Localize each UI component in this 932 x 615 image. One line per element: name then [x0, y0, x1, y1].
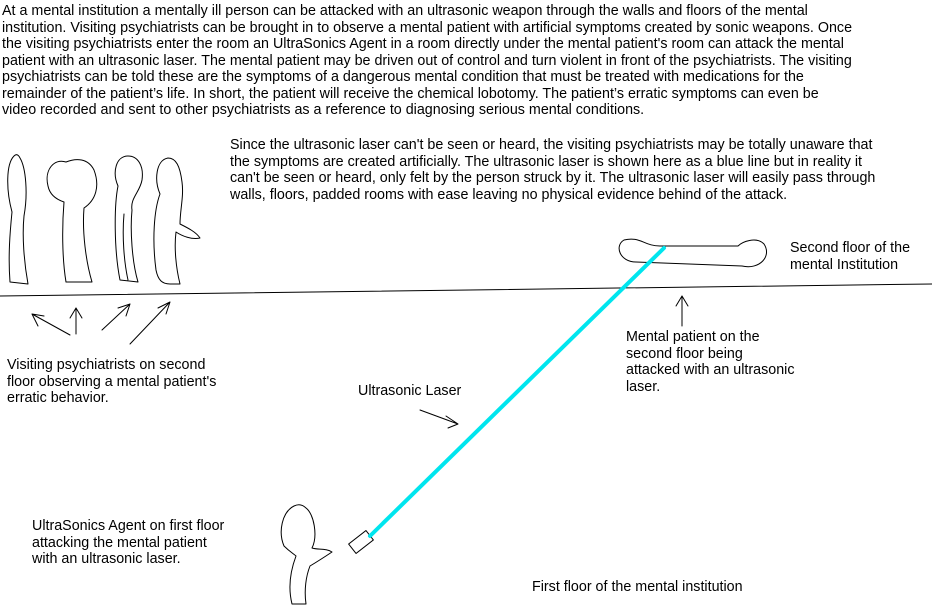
- psychiatrist-figure-1: [7, 154, 29, 285]
- arrow-patient: [675, 295, 689, 327]
- intro-line: patient with an ultrasonic laser. The me…: [2, 52, 852, 69]
- patient-label-line: Mental patient on the: [626, 329, 760, 345]
- agent-label-line: attacking the mental patient: [32, 534, 207, 551]
- agent-label-line: with an ultrasonic laser.: [32, 551, 181, 567]
- arrow-psychiatrist-1: [31, 313, 71, 336]
- psychiatrists-label-line: erratic behavior.: [7, 390, 109, 406]
- patient-figure: [618, 238, 767, 268]
- arrow-psychiatrist-3: [101, 303, 131, 331]
- laser-note-line: Since the ultrasonic laser can't be seen…: [230, 137, 873, 153]
- intro-text: At a mental institution a mentally ill p…: [2, 3, 852, 119]
- first-floor-label-line: First floor of the mental institution: [532, 579, 743, 595]
- patient-label-line: attacked with an ultrasonic: [626, 362, 795, 378]
- intro-line: psychiatrists can be told these are the …: [2, 69, 804, 85]
- psychiatrist-figure-4: [153, 157, 201, 285]
- psychiatrists-label-line: floor observing a mental patient's: [7, 373, 217, 390]
- first-floor-label: First floor of the mental institution: [532, 579, 743, 596]
- psychiatrists-label: Visiting psychiatrists on second floor o…: [7, 357, 216, 407]
- ultrasonic-laser-beam: [368, 246, 666, 538]
- arrow-psychiatrist-2: [69, 307, 83, 335]
- intro-line: the visiting psychiatrists enter the roo…: [2, 36, 844, 52]
- agent-label-line: UltraSonics Agent on first floor: [32, 518, 225, 534]
- psychiatrists-label-line: Visiting psychiatrists on second: [7, 357, 206, 373]
- intro-line: video recorded and sent to other psychia…: [2, 102, 645, 118]
- floor-line: [0, 283, 932, 297]
- second-floor-label-line: Second floor of the: [790, 240, 911, 256]
- patient-label-line: laser.: [626, 378, 661, 395]
- agent-label: UltraSonics Agent on first floor attacki…: [32, 518, 224, 568]
- laser-note-line: the symptoms are created artificially. T…: [230, 153, 863, 170]
- arrow-laser: [419, 409, 459, 429]
- psychiatrist-figure-3: [114, 155, 143, 283]
- patient-label-line: second floor being: [626, 345, 743, 362]
- arrow-psychiatrist-4: [129, 301, 171, 345]
- second-floor-label: Second floor of the mental Institution: [790, 240, 910, 273]
- laser-label: Ultrasonic Laser: [358, 383, 461, 400]
- laser-label-line: Ultrasonic Laser: [358, 383, 462, 399]
- psychiatrist-figure-2: [46, 159, 98, 283]
- intro-line: remainder of the patient’s life. In shor…: [2, 85, 819, 102]
- laser-note-line: walls, floors, padded rooms with ease le…: [230, 186, 788, 203]
- patient-label: Mental patient on the second floor being…: [626, 329, 794, 395]
- agent-figure: [280, 504, 333, 605]
- intro-line: institution. Visiting psychiatrists can …: [2, 19, 853, 36]
- laser-note-line: can't be seen or heard, only felt by the…: [230, 170, 876, 186]
- laser-note: Since the ultrasonic laser can't be seen…: [230, 137, 875, 203]
- intro-line: At a mental institution a mentally ill p…: [2, 3, 808, 19]
- second-floor-label-line: mental Institution: [790, 256, 899, 273]
